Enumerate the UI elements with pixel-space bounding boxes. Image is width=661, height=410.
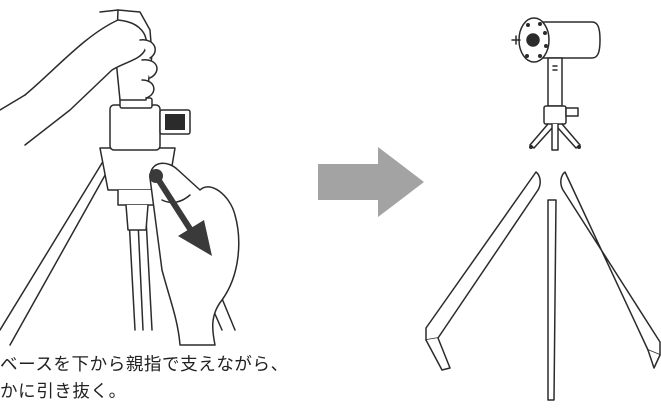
instruction-caption: ベースを下から親指で支えながら、 かに引き抜く。 xyxy=(0,352,289,406)
lower-hand xyxy=(149,162,240,346)
mini-tripod xyxy=(529,123,581,151)
left-pull-scene xyxy=(0,9,240,346)
right-arrow-icon xyxy=(318,147,424,217)
camera-stem xyxy=(543,57,579,125)
tripod-legs-right xyxy=(425,171,661,401)
down-right-arrow-icon xyxy=(149,169,212,256)
right-result-scene xyxy=(425,17,661,401)
instruction-line-2: かに引き抜く。 xyxy=(0,382,127,402)
instruction-line-1: ベースを下から親指で支えながら、 xyxy=(0,355,289,375)
camera-body xyxy=(511,17,601,63)
upper-hand xyxy=(0,9,158,146)
camera-base xyxy=(109,97,191,151)
